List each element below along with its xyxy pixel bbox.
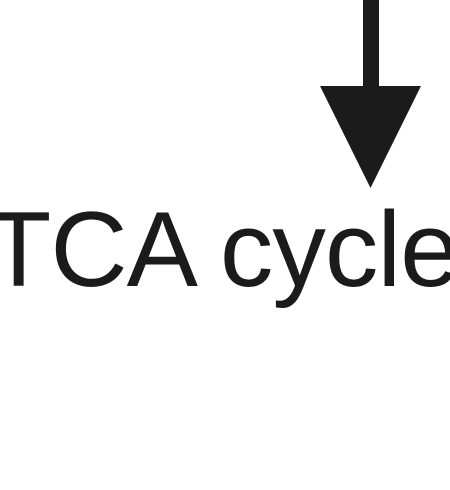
- arrow-shaft: [363, 0, 379, 92]
- arrow-head: [320, 86, 421, 188]
- tca-cycle-label: TCA cycle: [0, 189, 450, 309]
